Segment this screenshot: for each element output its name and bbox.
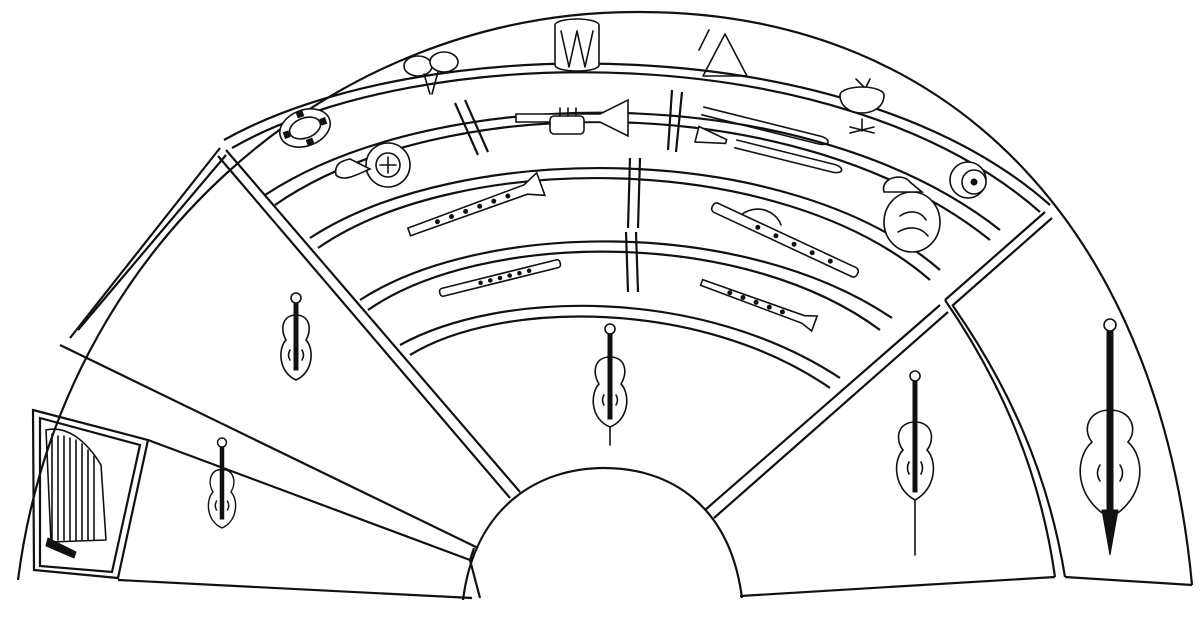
- harp-section: [31, 408, 150, 580]
- cymbals-icon: [949, 161, 987, 199]
- double-basses-section: [944, 299, 1067, 578]
- tambourine-icon: [279, 108, 331, 148]
- viola-icon: [592, 323, 628, 446]
- harp-icon: [45, 428, 107, 559]
- french-horn-icon: [334, 142, 411, 188]
- violin-icon: [207, 437, 237, 529]
- trombone-icon: [694, 106, 843, 174]
- violin-icon: [280, 292, 312, 381]
- first-violins-section: [59, 344, 482, 599]
- triangle-icon: [698, 29, 748, 77]
- second-violins-section: [69, 147, 521, 499]
- timpani-icon: [839, 78, 885, 134]
- clarinet-icon: [406, 171, 547, 237]
- bassoon-icon: [710, 202, 860, 278]
- snare-drum-icon: [554, 18, 600, 72]
- trumpet-icon: [515, 98, 629, 138]
- flute-icon: [438, 258, 562, 298]
- cellos-section: [704, 211, 1053, 519]
- tuba-icon: [882, 176, 941, 253]
- diagram-outline: [16, 10, 1194, 601]
- maracas-icon: [403, 51, 459, 95]
- double-bass-icon: [1079, 318, 1141, 556]
- cello-icon: [895, 370, 935, 556]
- oboe-icon: [699, 278, 819, 333]
